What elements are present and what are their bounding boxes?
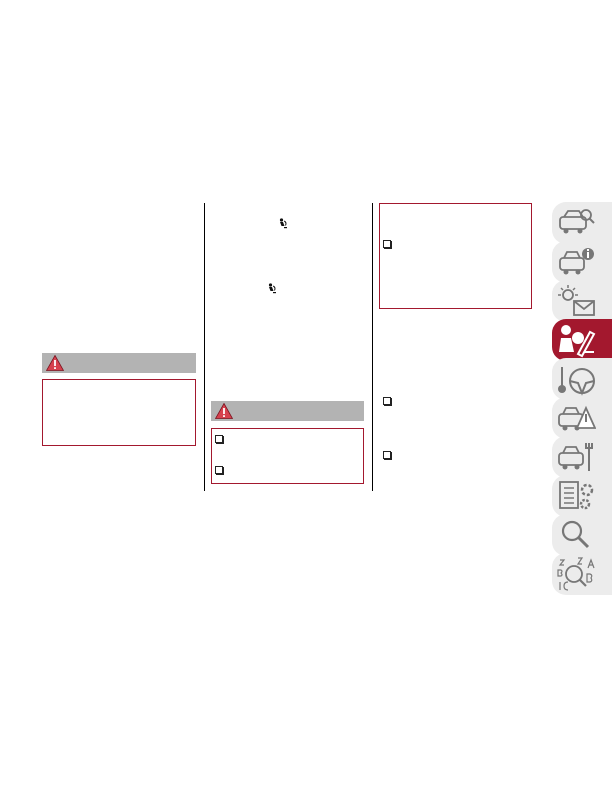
bullet-checkbox — [383, 451, 391, 459]
warning-header-bar-2 — [211, 401, 364, 421]
passenger-airbag-icon-2 — [268, 283, 276, 294]
warning-box-2 — [211, 428, 364, 484]
bullet-checkbox — [383, 397, 391, 405]
technical-data-icon — [559, 481, 594, 510]
tab-car-info[interactable] — [552, 241, 612, 283]
tab-index[interactable] — [552, 553, 612, 595]
bullet-checkbox — [215, 435, 223, 443]
car-warning-icon — [558, 405, 596, 431]
tab-safety[interactable] — [552, 319, 612, 361]
tab-search[interactable] — [552, 514, 612, 556]
tab-lights-messages[interactable] — [552, 280, 612, 322]
warning-box — [42, 379, 196, 446]
warning-header-bar — [42, 353, 196, 373]
car-search-icon — [559, 209, 595, 234]
tab-car-overview[interactable] — [552, 202, 612, 244]
search-icon — [561, 520, 590, 549]
tab-maintenance[interactable] — [552, 436, 612, 478]
column-divider-right — [372, 203, 373, 491]
steering-key-icon — [558, 367, 595, 396]
warning-box-3 — [379, 203, 532, 309]
lights-messages-icon — [558, 285, 595, 316]
car-info-icon — [559, 248, 594, 275]
tab-emergency[interactable] — [552, 397, 612, 439]
bullet-checkbox — [383, 240, 391, 248]
passenger-airbag-icon — [279, 218, 287, 229]
tab-starting-driving[interactable] — [552, 358, 612, 400]
warning-triangle-icon — [215, 403, 233, 419]
bullet-checkbox — [215, 466, 223, 474]
warning-triangle-icon — [46, 355, 64, 371]
airbag-safety-icon — [559, 325, 596, 358]
car-service-icon — [558, 443, 593, 471]
tab-technical-data[interactable] — [552, 475, 612, 517]
index-az-icon — [557, 557, 595, 591]
column-divider-left — [204, 203, 205, 491]
